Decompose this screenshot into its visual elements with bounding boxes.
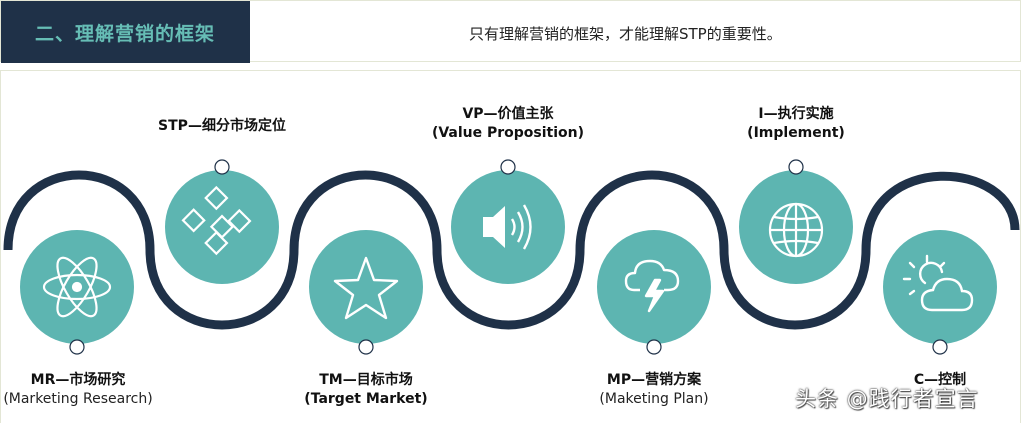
- step-circle-tm: [309, 230, 423, 355]
- wave-path: [3, 170, 1020, 330]
- step-label-mp: MP—营销方案 (Maketing Plan): [599, 372, 709, 407]
- step-label-vp: VP—价值主张 (Value Proposition): [431, 106, 585, 141]
- step-label-stp: STP—细分市场定位: [158, 118, 286, 134]
- step-circle-stp: [165, 159, 279, 284]
- header-bar: 二、理解营销的框架 只有理解营销的框架，才能理解STP的重要性。: [0, 0, 1021, 63]
- star-icon: [333, 256, 399, 320]
- grid-diamond-icon: [181, 185, 252, 256]
- step-circle-c: [883, 230, 997, 355]
- step-label-tm: TM—目标市场 (Target Market): [304, 372, 428, 407]
- page-title: 二、理解营销的框架: [35, 23, 216, 45]
- step-label-i: I—执行实施 (Implement): [747, 106, 845, 141]
- step-circle-vp: [451, 159, 565, 284]
- atom-icon: [42, 256, 112, 318]
- storm-cloud-icon: [624, 259, 680, 313]
- header-description: 只有理解营销的框架，才能理解STP的重要性。: [469, 25, 782, 43]
- sun-cloud-icon: [902, 254, 974, 312]
- watermark-text: 头条 @践行者宣言: [795, 387, 979, 411]
- globe-icon: [768, 202, 824, 258]
- step-label-c: C—控制: [913, 372, 967, 388]
- speaker-icon: [483, 204, 532, 250]
- header-tab: 二、理解营销的框架: [1, 1, 250, 63]
- step-label-mr: MR—市场研究 (Marketing Research): [3, 372, 153, 407]
